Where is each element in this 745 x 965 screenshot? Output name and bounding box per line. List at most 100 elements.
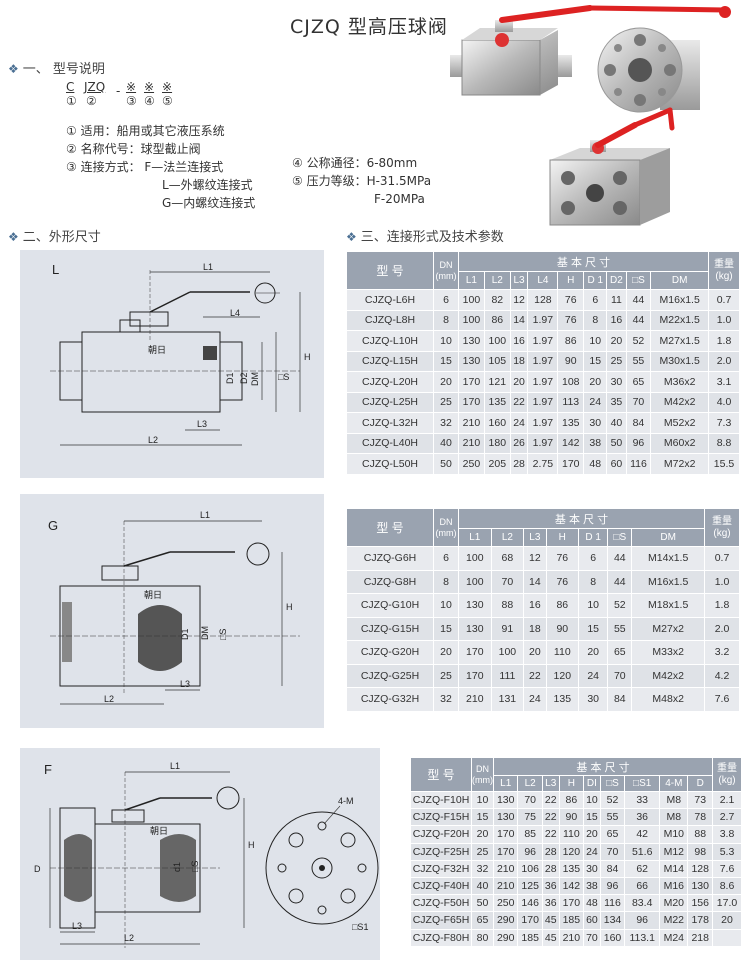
table-cell: 78	[687, 808, 713, 827]
model-cell: CJZQ-F50H	[410, 894, 472, 913]
table-cell: M8	[659, 808, 689, 827]
table-cell: 12	[509, 289, 529, 311]
table-cell: 142	[557, 432, 585, 454]
table-cell: 98	[687, 842, 713, 861]
table-cell: 84	[607, 687, 633, 712]
table-L-col-header: DM	[650, 271, 709, 290]
desc-line-3c: G—内螺纹连接式	[162, 196, 256, 210]
table-cell: 3.8	[712, 825, 742, 844]
table-F-col-header: L3	[541, 775, 560, 792]
table-cell: M24	[659, 928, 689, 947]
table-cell: 170	[517, 911, 543, 930]
section-dims-header: ❖二、外形尺寸	[8, 226, 101, 245]
table-cell: 50	[433, 453, 459, 475]
table-cell: 30	[606, 371, 627, 393]
table-cell: 290	[492, 928, 519, 947]
table-cell: 100	[483, 330, 511, 352]
table-cell: 156	[687, 894, 713, 913]
model-cell: CJZQ-L8H	[346, 309, 434, 331]
table-cell: 28	[541, 859, 560, 878]
table-cell: 36	[541, 894, 560, 913]
model-cell: CJZQ-F25H	[410, 842, 472, 861]
table-cell: 28	[541, 842, 560, 861]
table-cell: 35	[606, 391, 627, 413]
table-L-dn-header: DN (mm)	[433, 251, 459, 290]
table-cell: 210	[458, 412, 485, 434]
table-cell: 90	[545, 616, 580, 641]
table-cell: 55	[625, 350, 652, 372]
table-cell: 5.3	[712, 842, 742, 861]
table-G-col-header: L2	[490, 528, 525, 547]
table-G-col-header: DM	[631, 528, 705, 547]
drawing-L: L L1 朝日 L4 H DM □S D2 D1 L3 L2	[50, 262, 311, 446]
table-cell: 15	[578, 616, 609, 641]
model-cell: CJZQ-L40H	[346, 432, 434, 454]
table-cell: 10	[583, 790, 601, 810]
drawing-G: G L1 朝日 H □S DM D1 L3 L2	[48, 510, 300, 705]
model-cell: CJZQ-G15H	[346, 616, 434, 641]
table-cell: 24	[578, 663, 609, 688]
table-cell: 170	[492, 842, 519, 861]
table-cell: 88	[687, 825, 713, 844]
table-cell: 24	[583, 391, 608, 413]
svg-text:□S1: □S1	[352, 922, 368, 932]
table-cell: 65	[607, 640, 633, 665]
table-cell: M33x2	[631, 640, 705, 665]
table-cell: 40	[433, 432, 459, 454]
table-cell: 170	[557, 453, 585, 475]
page-title: CJZQ 型高压球阀	[290, 16, 448, 38]
table-cell: 20	[606, 330, 627, 352]
table-cell: 250	[458, 453, 485, 475]
table-cell: M30x1.5	[650, 350, 709, 372]
table-cell: 111	[490, 663, 525, 688]
code-n5: ⑤	[162, 94, 173, 108]
table-cell: 51.6	[624, 842, 661, 861]
svg-text:L1: L1	[203, 262, 213, 272]
table-cell: 38	[583, 432, 608, 454]
svg-text:L2: L2	[104, 694, 114, 704]
table-G-weight-header: 重量 (kg)	[704, 508, 740, 547]
table-cell: 20	[712, 911, 742, 930]
table-cell: 1.97	[527, 330, 559, 352]
model-cell: CJZQ-F40H	[410, 876, 472, 896]
valve-photo-flange	[597, 27, 700, 113]
table-cell: M27x2	[631, 616, 705, 641]
desc-right-1: ④ 公称通径：6-80mm	[292, 156, 418, 170]
svg-text:L1: L1	[170, 761, 180, 771]
model-cell: CJZQ-L20H	[346, 371, 434, 393]
table-cell: M14x1.5	[631, 546, 705, 571]
table-G-col-header: L1	[458, 528, 492, 547]
table-cell: M8	[659, 790, 689, 810]
table-cell: 185	[558, 911, 585, 930]
table-cell: 210	[458, 432, 485, 454]
section-tech-label: 三、连接形式及技术参数	[360, 230, 504, 245]
svg-text:L3: L3	[180, 679, 190, 689]
table-F-col-header: □S1	[624, 775, 661, 792]
table-cell: 170	[458, 663, 492, 688]
table-cell: 128	[527, 289, 559, 311]
table-cell: 30	[583, 412, 608, 434]
table-cell: 11	[606, 289, 627, 311]
table-cell: 30	[583, 859, 601, 878]
table-cell: 210	[558, 928, 585, 947]
table-cell: 131	[490, 687, 525, 712]
table-cell: 2.0	[704, 616, 740, 641]
table-cell: 20	[583, 825, 601, 844]
table-F-col-header: H	[558, 775, 585, 792]
table-cell: 70	[625, 391, 652, 413]
table-cell: 75	[517, 808, 543, 827]
table-cell: 90	[558, 808, 585, 827]
table-cell: 76	[545, 569, 580, 594]
table-cell: 3.2	[704, 640, 740, 665]
svg-text:D1: D1	[180, 628, 190, 640]
table-cell: 6	[433, 289, 459, 311]
table-cell: 12	[523, 546, 547, 571]
table-cell: 100	[458, 546, 492, 571]
